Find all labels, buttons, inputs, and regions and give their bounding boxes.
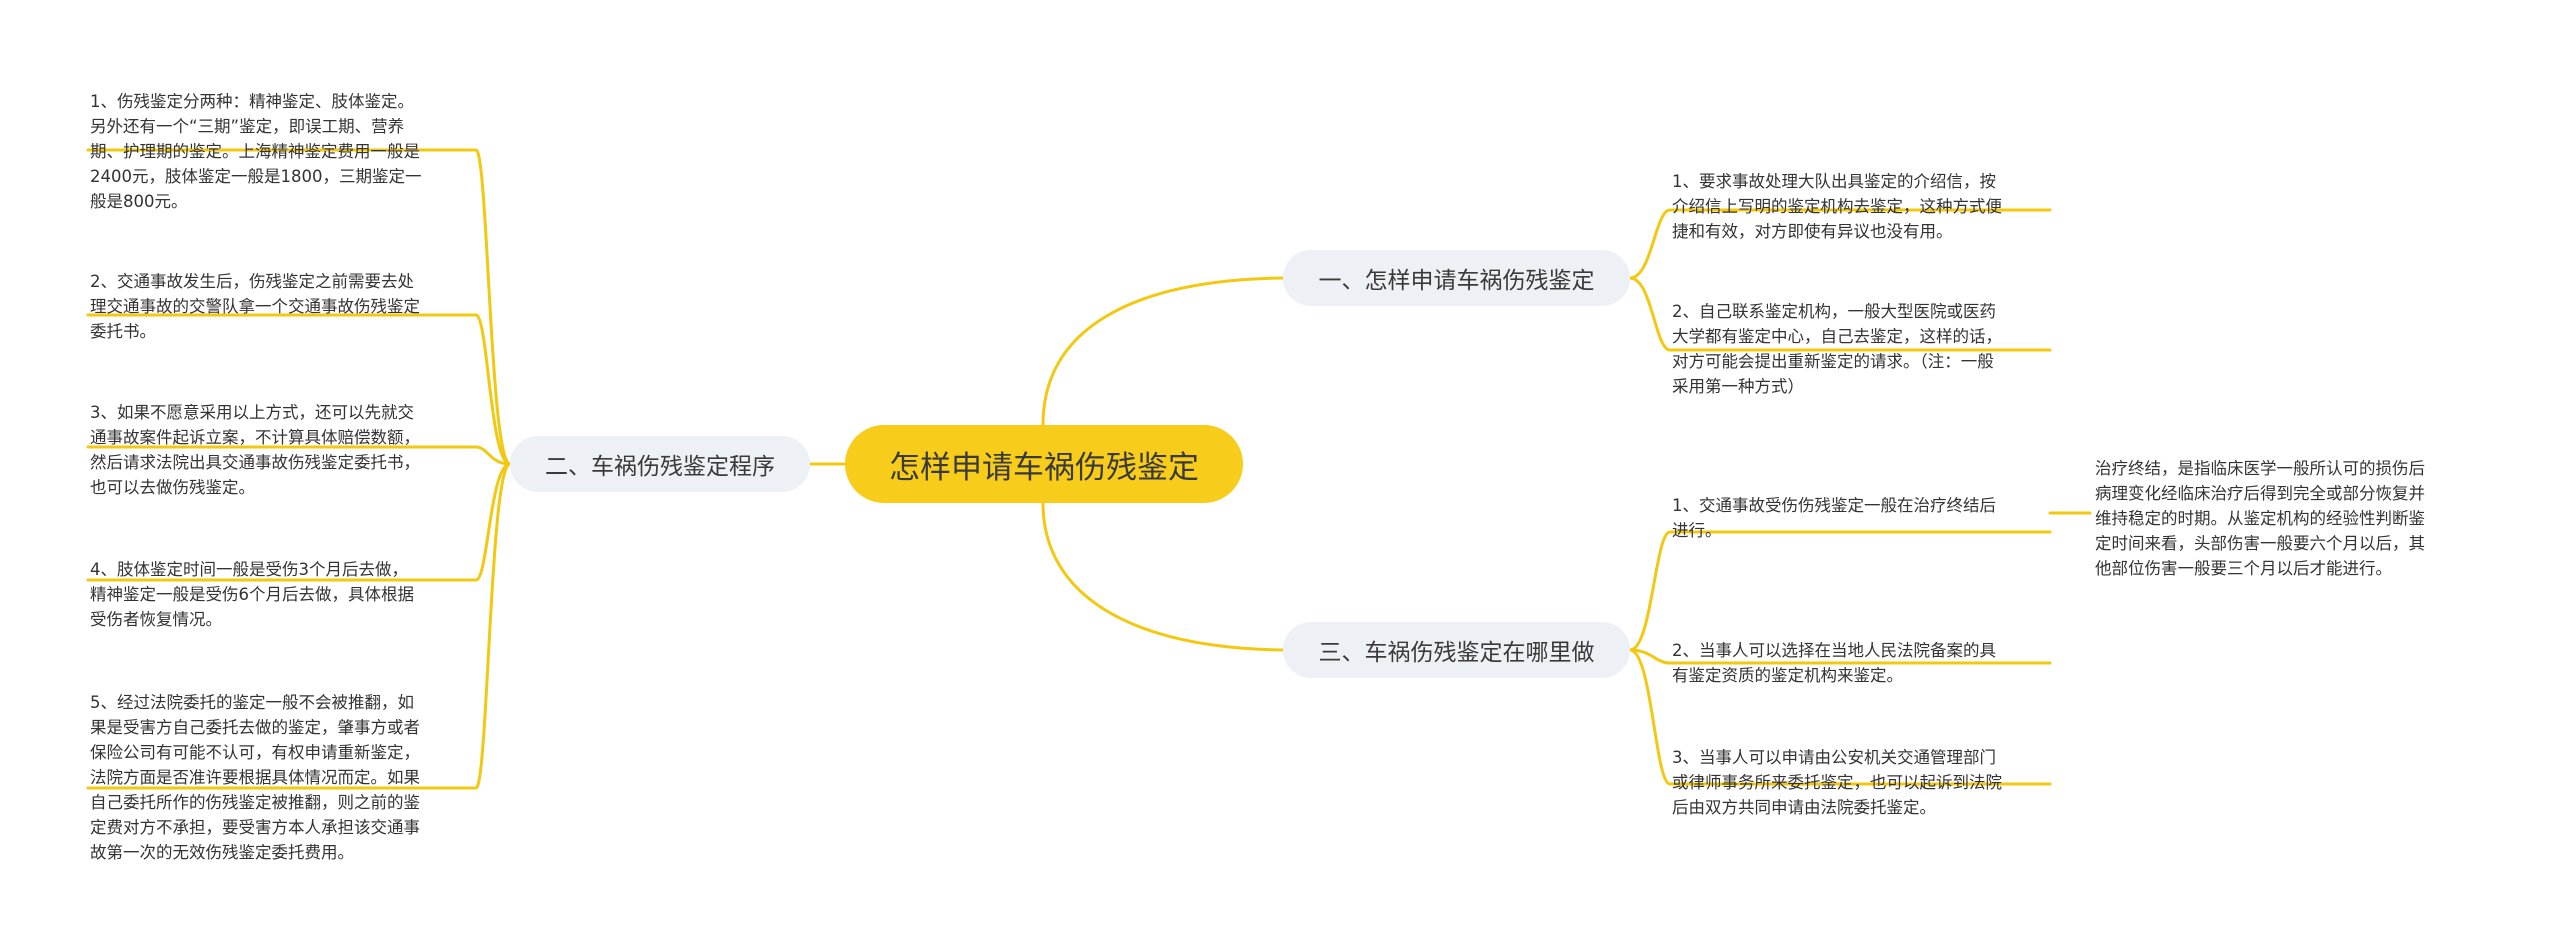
leaf-topic-2-4[interactable]: 4、肢体鉴定时间一般是受伤3个月后去做， 精神鉴定一般是受伤6个月后去做，具体根… xyxy=(90,560,414,629)
leaf-topic-2-3[interactable]: 3、如果不愿意采用以上方式，还可以先就交 通事故案件起诉立案，不计算具体赔偿数额… xyxy=(90,403,420,497)
root-topic[interactable]: 怎样申请车祸伤残鉴定 xyxy=(845,425,1243,503)
branch-topic-1[interactable]: 一、怎样申请车祸伤残鉴定 xyxy=(1283,250,1630,306)
connector-branch-2-leaf-3 xyxy=(468,445,512,466)
connector-root-branch-1 xyxy=(1041,276,1285,427)
leaf-topic-2-5[interactable]: 5、经过法院委托的鉴定一般不会被推翻，如 果是受害方自己委托去做的鉴定，肇事方或… xyxy=(90,693,420,862)
connector-branch-2-leaf-5 xyxy=(468,462,512,790)
connector-branch-3-leaf-1 xyxy=(1628,530,1674,652)
connector-branch-3-leaf-2 xyxy=(1628,648,1674,665)
connector-branch-1-leaf-2 xyxy=(1628,276,1674,352)
connector-branch-2-leaf-4 xyxy=(468,462,512,582)
leaf-topic-1-2[interactable]: 2、自己联系鉴定机构，一般大型医院或医药 大学都有鉴定中心，自己去鉴定，这样的话… xyxy=(1672,302,2002,396)
leaf-topic-3-2[interactable]: 2、当事人可以选择在当地人民法院备案的具 有鉴定资质的鉴定机构来鉴定。 xyxy=(1672,641,1996,685)
leaf-topic-2-2[interactable]: 2、交通事故发生后，伤残鉴定之前需要去处 理交通事故的交警队拿一个交通事故伤残鉴… xyxy=(90,272,420,341)
leaf-topic-1-1[interactable]: 1、要求事故处理大队出具鉴定的介绍信，按 介绍信上写明的鉴定机构去鉴定，这种方式… xyxy=(1672,172,2002,241)
leaf-topic-2-1[interactable]: 1、伤残鉴定分两种：精神鉴定、肢体鉴定。 另外还有一个“三期”鉴定，即误工期、营… xyxy=(90,92,422,211)
connector-branch-2-leaf-1 xyxy=(468,148,512,466)
branch-topic-2[interactable]: 二、车祸伤残鉴定程序 xyxy=(510,436,810,492)
connector-branch-3-leaf-3 xyxy=(1628,648,1674,786)
leaf-topic-3-1-child[interactable]: 治疗终结，是指临床医学一般所认可的损伤后 病理变化经临床治疗后得到完全或部分恢复… xyxy=(2095,459,2425,578)
connector-branch-2-leaf-2 xyxy=(468,313,512,466)
connector-branch-1-leaf-1 xyxy=(1628,208,1674,280)
leaf-topic-3-1[interactable]: 1、交通事故受伤伤残鉴定一般在治疗终结后 进行。 xyxy=(1672,496,1996,540)
branch-topic-3[interactable]: 三、车祸伤残鉴定在哪里做 xyxy=(1283,622,1630,678)
leaf-topic-3-3[interactable]: 3、当事人可以申请由公安机关交通管理部门 或律师事务所来委托鉴定，也可以起诉到法… xyxy=(1672,748,2002,817)
connector-root-branch-3 xyxy=(1041,501,1285,652)
